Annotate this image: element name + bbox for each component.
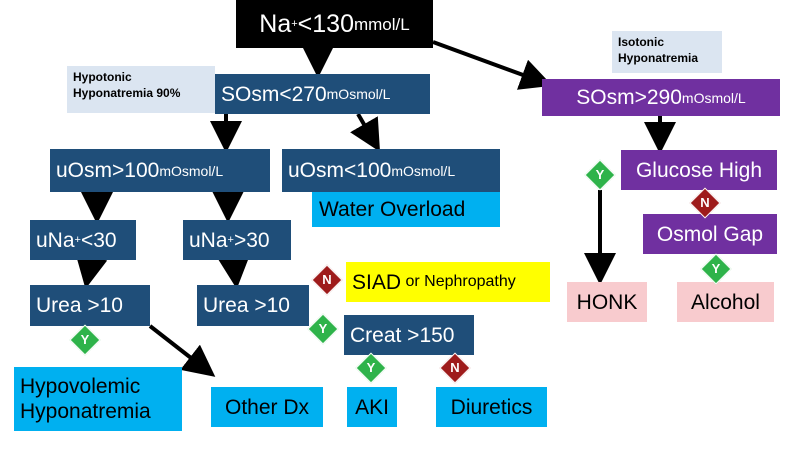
sodium-label: Na bbox=[259, 9, 292, 38]
glucose-high-label: Glucose High bbox=[635, 158, 763, 182]
diuretics-node: Diuretics bbox=[436, 387, 547, 427]
urine-osm-high-value: uOsm>100 bbox=[56, 159, 160, 182]
urine-sodium-low-node: uNa+<30 bbox=[30, 220, 136, 260]
water-overload-label: Water Overload bbox=[319, 198, 466, 221]
sodium-charge: + bbox=[291, 17, 298, 30]
no-badge-siad-text: N bbox=[322, 272, 332, 287]
urea-left-label: Urea >10 bbox=[36, 294, 123, 317]
hypotonic-note-line2: Hyponatremia 90% bbox=[73, 86, 181, 101]
serum-osm-low-value: SOsm<270 bbox=[221, 82, 327, 106]
glucose-high-node: Glucose High bbox=[621, 150, 777, 190]
urine-sodium-high-charge: + bbox=[227, 233, 234, 246]
no-badge-glucose: N bbox=[689, 187, 721, 219]
osmol-gap-label: Osmol Gap bbox=[656, 222, 764, 246]
other-dx-label: Other Dx bbox=[224, 395, 310, 419]
urea-right-label: Urea >10 bbox=[203, 294, 290, 317]
urine-sodium-high-threshold: >30 bbox=[233, 228, 270, 252]
urine-osm-low-value: uOsm<100 bbox=[288, 159, 392, 182]
alcohol-label: Alcohol bbox=[691, 290, 760, 314]
water-overload-node: Water Overload bbox=[312, 192, 500, 227]
hypovolemic-line2: Hyponatremia bbox=[20, 400, 151, 423]
serum-osm-high-unit: mOsmol/L bbox=[681, 89, 746, 106]
osmol-gap-node: Osmol Gap bbox=[643, 214, 777, 254]
yes-badge-aki: Y bbox=[355, 352, 387, 384]
yes-badge-glucose-text: Y bbox=[595, 167, 605, 182]
urine-sodium-high-node: uNa+>30 bbox=[183, 220, 291, 260]
arrow-root-to-sosm-high bbox=[432, 40, 553, 90]
arrow-una-high-to-urea bbox=[217, 255, 250, 289]
urea-right-node: Urea >10 bbox=[197, 285, 309, 326]
sodium-unit: mmol/L bbox=[353, 14, 410, 34]
yes-badge-hypovolemic-text: Y bbox=[80, 332, 90, 347]
isotonic-note-line2: Hyponatremia bbox=[618, 51, 699, 66]
siad-label: SIAD bbox=[352, 270, 402, 294]
arrow-sosm-low-to-uosm-low bbox=[350, 112, 381, 152]
yes-badge-glucose: Y bbox=[584, 159, 616, 191]
yes-badge-creatinine: Y bbox=[307, 313, 339, 345]
serum-osm-high-value: SOsm>290 bbox=[576, 86, 682, 109]
isotonic-note: Isotonic Hyponatremia bbox=[612, 31, 722, 73]
yes-badge-osmol-gap-text: Y bbox=[711, 261, 721, 276]
arrow-una-low-to-urea bbox=[75, 254, 108, 289]
siad-alternative: or Nephropathy bbox=[401, 273, 516, 290]
honk-node: HONK bbox=[567, 282, 647, 322]
arrow-urea-to-other-dx bbox=[148, 324, 216, 377]
yes-badge-hypovolemic: Y bbox=[69, 324, 101, 356]
yes-badge-creatinine-text: Y bbox=[318, 321, 328, 336]
urine-osm-high-unit: mOsmol/L bbox=[159, 162, 224, 179]
aki-label: AKI bbox=[355, 395, 389, 419]
honk-label: HONK bbox=[576, 290, 638, 314]
serum-osm-low-unit: mOsmol/L bbox=[326, 86, 391, 102]
urine-sodium-low-label: uNa bbox=[36, 228, 75, 252]
siad-node: SIAD or Nephropathy bbox=[346, 262, 550, 302]
aki-node: AKI bbox=[347, 387, 397, 427]
sodium-threshold: <130 bbox=[297, 9, 354, 38]
isotonic-note-line1: Isotonic bbox=[618, 35, 665, 49]
hypotonic-note-line1: Hypotonic bbox=[73, 70, 132, 84]
no-badge-diuretics-text: N bbox=[450, 360, 460, 375]
urine-sodium-low-threshold: <30 bbox=[80, 228, 117, 252]
urea-left-node: Urea >10 bbox=[30, 285, 150, 326]
urine-sodium-low-charge: + bbox=[74, 233, 81, 246]
creatinine-node: Creat >150 bbox=[344, 315, 474, 355]
hypovolemic-node: Hypovolemic Hyponatremia bbox=[14, 367, 182, 431]
diuretics-label: Diuretics bbox=[450, 395, 533, 419]
other-dx-node: Other Dx bbox=[211, 387, 323, 427]
urine-osm-low-unit: mOsmol/L bbox=[391, 162, 456, 179]
urine-sodium-high-label: uNa bbox=[189, 228, 228, 252]
hypotonic-note: Hypotonic Hyponatremia 90% bbox=[67, 66, 215, 113]
no-badge-siad: N bbox=[311, 264, 343, 296]
yes-badge-aki-text: Y bbox=[366, 360, 376, 375]
alcohol-node: Alcohol bbox=[677, 282, 774, 322]
creatinine-label: Creat >150 bbox=[350, 323, 455, 347]
no-badge-diuretics: N bbox=[439, 352, 471, 384]
no-badge-glucose-text: N bbox=[700, 195, 710, 210]
yes-badge-osmol-gap: Y bbox=[700, 253, 732, 285]
hypovolemic-line1: Hypovolemic bbox=[20, 374, 141, 398]
